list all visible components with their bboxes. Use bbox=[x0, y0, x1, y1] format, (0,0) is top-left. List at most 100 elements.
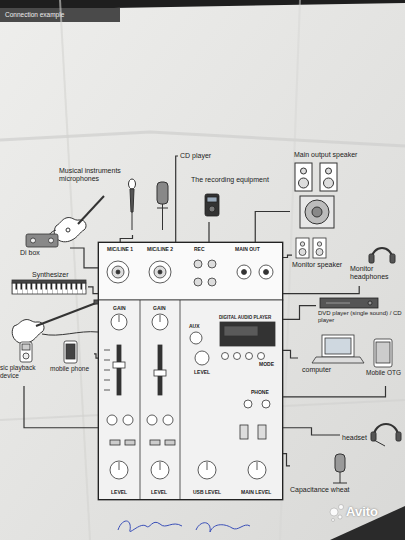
mixer-body bbox=[258, 353, 265, 360]
recorder-icon bbox=[205, 194, 219, 216]
mixer-body bbox=[113, 362, 125, 368]
monitor-speaker-icon bbox=[296, 238, 326, 258]
bass-guitar-icon bbox=[12, 300, 100, 344]
mixer-body bbox=[154, 266, 166, 278]
mixer-body bbox=[104, 360, 110, 361]
device-node: Monitor speaker bbox=[292, 236, 346, 284]
main-speaker-icon bbox=[295, 163, 337, 228]
main-speaker-icon bbox=[300, 196, 334, 228]
mixer-body bbox=[246, 353, 253, 360]
mixer-body bbox=[248, 461, 266, 479]
device-node: Main output speaker bbox=[290, 150, 370, 232]
laptop-icon bbox=[312, 335, 364, 363]
mixer-body bbox=[190, 332, 202, 344]
main-speaker-icon bbox=[299, 178, 309, 188]
mixer-body bbox=[154, 370, 166, 376]
main-speaker-icon bbox=[301, 168, 307, 174]
mixer-body bbox=[149, 261, 171, 283]
mixer-panel: MIC/LINE 1MIC/LINE 2RECMAIN OUTGAINGAINA… bbox=[98, 242, 283, 500]
laptop-icon bbox=[312, 357, 364, 363]
mixer-body bbox=[110, 440, 120, 445]
panel-label: MODE bbox=[259, 361, 283, 368]
mixer-body bbox=[104, 380, 110, 381]
headset-icon bbox=[396, 432, 401, 441]
mixer-body bbox=[158, 270, 162, 274]
mixer-body bbox=[198, 461, 216, 479]
connection-wire bbox=[283, 386, 386, 397]
mixer-body bbox=[195, 351, 209, 365]
device-label: Capacitance wheat bbox=[290, 486, 390, 494]
device-label: Mobile OTG bbox=[366, 369, 405, 377]
device-label: CD player bbox=[180, 152, 238, 160]
device-node: mobile phone bbox=[50, 340, 94, 386]
mixer-body bbox=[207, 462, 208, 470]
main-speaker-icon bbox=[305, 200, 329, 224]
signature-scribble bbox=[118, 521, 250, 532]
connection-wire bbox=[283, 350, 298, 358]
mixer-body bbox=[117, 345, 121, 395]
mixer-body bbox=[262, 400, 270, 408]
monitor-speaker-icon bbox=[299, 249, 306, 256]
device-node: DVD player (single sound) / CD player bbox=[316, 296, 404, 328]
watermark-logo bbox=[330, 508, 338, 516]
panel-label: GAIN bbox=[113, 305, 143, 312]
di-box-icon bbox=[26, 234, 58, 247]
panel-label: AUX bbox=[189, 323, 209, 330]
device-node: Monitor headphones bbox=[348, 240, 404, 286]
panel-label: LEVEL bbox=[194, 369, 218, 376]
microphone-icon bbox=[129, 179, 136, 230]
di-box-icon bbox=[49, 238, 54, 243]
device-node: The recording equipment bbox=[185, 176, 265, 222]
connection-wire bbox=[70, 248, 98, 268]
recorder-icon bbox=[209, 206, 215, 212]
watermark-logo bbox=[338, 515, 342, 519]
device-label: Synthesizer bbox=[32, 271, 88, 279]
mixer-body bbox=[112, 266, 124, 278]
condenser-mic-icon bbox=[157, 182, 168, 230]
condenser-mic-icon bbox=[157, 208, 168, 209]
dvd-player-icon bbox=[368, 301, 372, 305]
microphone-icon bbox=[129, 179, 136, 189]
mixer-body bbox=[140, 300, 141, 500]
mixer-body bbox=[152, 314, 168, 330]
device-node: Mobile OTG bbox=[366, 336, 405, 386]
music-player-icon bbox=[20, 342, 32, 362]
watermark-logo bbox=[332, 519, 335, 522]
panel-label: DIGITAL AUDIO PLAYER bbox=[219, 315, 281, 321]
device-label: headset bbox=[342, 434, 374, 442]
device-label: Main output speaker bbox=[294, 151, 370, 159]
panel-label: PHONE bbox=[251, 389, 277, 396]
connection-wire bbox=[208, 222, 209, 242]
watermark-logo bbox=[330, 505, 344, 522]
mixer-body bbox=[104, 350, 110, 351]
signature-scribble bbox=[196, 523, 250, 532]
phone-icon bbox=[64, 341, 77, 363]
bass-guitar-icon bbox=[36, 303, 96, 326]
bass-guitar-icon bbox=[42, 332, 98, 335]
panel-label: MIC/LINE 2 bbox=[147, 246, 187, 253]
condenser-mic-icon bbox=[335, 454, 345, 472]
monitor-speaker-icon bbox=[316, 249, 323, 256]
phone-icon bbox=[66, 344, 75, 359]
mixer-body bbox=[194, 260, 202, 268]
main-speaker-icon bbox=[312, 207, 322, 217]
mixer-body bbox=[98, 300, 283, 500]
mixer-body bbox=[150, 440, 160, 445]
device-label: Di box bbox=[20, 249, 70, 257]
dvd-player-icon bbox=[320, 298, 378, 308]
headset-icon bbox=[371, 424, 401, 446]
device-label: mobile phone bbox=[50, 365, 94, 373]
mixer-body bbox=[116, 270, 120, 274]
mixer-body bbox=[160, 315, 161, 322]
mixer-body bbox=[180, 300, 181, 500]
mixer-body bbox=[264, 270, 269, 275]
mixer-body bbox=[160, 462, 161, 470]
device-node: Synthesizer bbox=[10, 270, 88, 298]
laptop-icon bbox=[322, 335, 354, 357]
panel-label: USB LEVEL bbox=[193, 489, 233, 496]
panel-label: MAIN OUT bbox=[235, 246, 275, 253]
